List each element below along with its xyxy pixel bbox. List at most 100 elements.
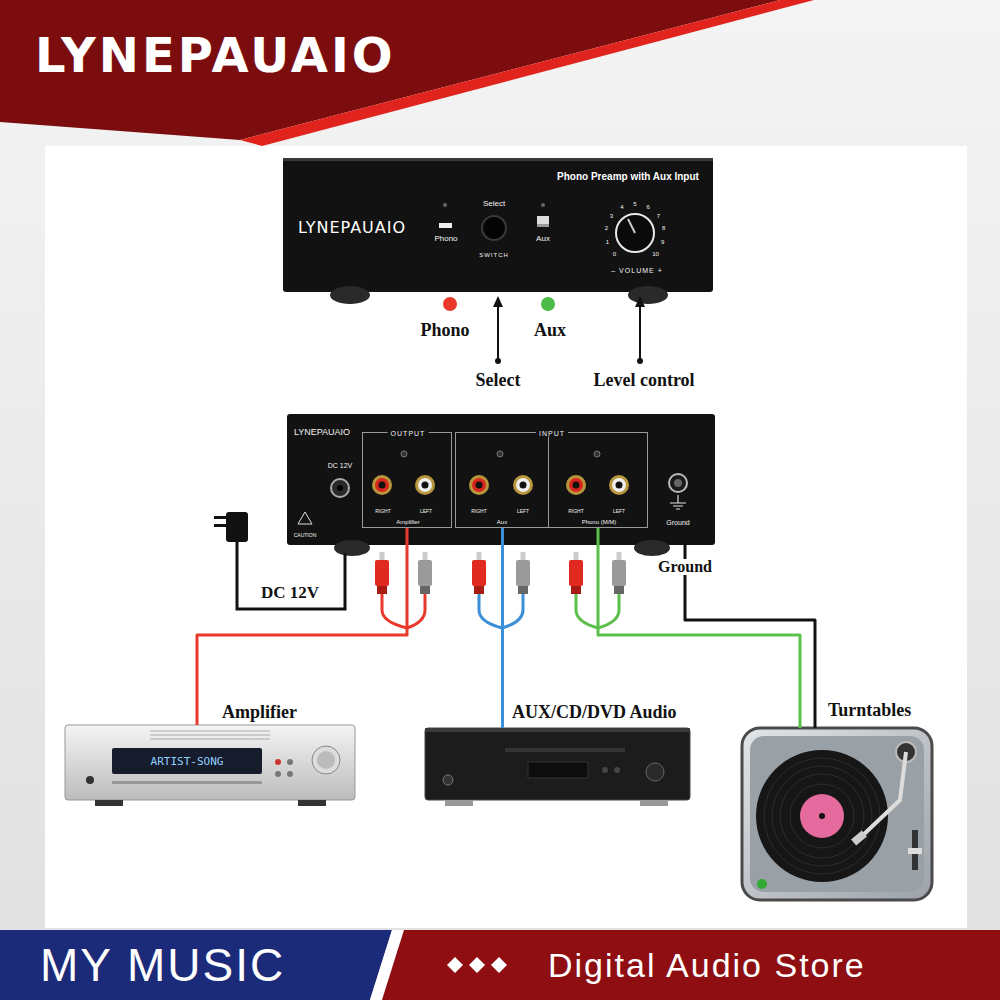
channel-label: RIGHT: [568, 509, 584, 514]
rca-plug: [420, 586, 430, 594]
callout-label: Select: [476, 371, 521, 389]
volume-pointer: [628, 219, 635, 233]
cd-player-body: [425, 728, 690, 800]
device-foot: [330, 286, 370, 304]
tonearm-head: [851, 830, 867, 845]
power-wire: [237, 542, 345, 609]
caution-symbol: [298, 512, 312, 524]
channel-label: LEFT: [613, 509, 625, 514]
aux-input: RIGHTLEFTAux: [456, 433, 549, 527]
panel-screw: [497, 451, 503, 457]
dial-number: 6: [646, 204, 649, 210]
rca-plug: [614, 586, 624, 594]
brand-title: LYNEPAUAIO: [35, 31, 396, 79]
panel-screw: [594, 451, 600, 457]
front-panel-edge: [283, 158, 713, 161]
rca-jack: [520, 482, 527, 489]
rca-jack: [569, 478, 583, 492]
section-label: Amplifier: [396, 519, 419, 525]
front-panel: Phono Preamp with Aux InputLYNEPAUAIOPho…: [283, 158, 713, 292]
vinyl-record: [756, 750, 888, 882]
turntable-deck: [750, 736, 924, 892]
leader-line: [497, 306, 499, 361]
section-label: Phono (M/M): [582, 519, 617, 525]
rca-plug: [472, 560, 486, 586]
amplifier-button: [287, 759, 293, 765]
volume-label: – VOLUME +: [611, 267, 662, 274]
device-label: Amplifier: [222, 703, 297, 721]
dial-number: 7: [657, 213, 660, 219]
amplifier: AmplifierARTIST-SONG: [65, 725, 355, 800]
record-label: [800, 794, 844, 838]
rca-plug: [569, 560, 583, 586]
leader-arrow: [493, 296, 503, 307]
rca-jack: [422, 482, 429, 489]
dial-number: 0: [613, 251, 616, 257]
top-banner: [0, 0, 780, 140]
device-foot: [634, 540, 670, 556]
power-label: DC 12V: [261, 584, 319, 601]
store-icon: [447, 957, 507, 973]
amplifier-vents: [150, 731, 270, 739]
rear-panel: OUTPUTRIGHTLEFTAmplifierRIGHTLEFTAuxRIGH…: [287, 414, 715, 545]
power-adapter: [214, 524, 226, 527]
cable-split: [382, 594, 425, 628]
rca-plug: [418, 560, 432, 586]
panel-screw: [401, 451, 407, 457]
rca-jack: [418, 478, 432, 492]
rca-jack: [372, 475, 392, 495]
section-title: OUTPUT: [388, 430, 429, 437]
phono-input: RIGHT LEFT Phono (M/M): [549, 433, 647, 527]
ground-terminal: [674, 479, 682, 487]
rca-jack: [609, 475, 629, 495]
store-slogan: Digital Audio Store: [548, 948, 866, 982]
cd-player-edge: [425, 728, 690, 732]
leader-line: [639, 306, 641, 361]
rca-jack: [513, 475, 533, 495]
rear-panel-body: [287, 414, 715, 545]
device-foot: [95, 800, 123, 806]
channel-label: LEFT: [420, 509, 432, 514]
rca-jack: [616, 482, 623, 489]
rca-jack: [469, 475, 489, 495]
front-panel-body: [283, 158, 713, 292]
aux-switch: [537, 216, 549, 227]
power-adapter: [214, 516, 226, 519]
rca-plug-tip: [423, 552, 428, 560]
amplifier-button: [275, 759, 281, 765]
cd-power: [443, 775, 453, 785]
indicator-led: [541, 203, 545, 207]
section-label: Aux: [497, 519, 507, 525]
content-card: [45, 146, 967, 928]
record-groove: [790, 784, 854, 848]
callout-label: Aux: [534, 321, 566, 339]
record-groove: [772, 766, 872, 866]
indicator-led: [443, 203, 447, 207]
brand-logo: LYNEPAUAIO: [298, 220, 406, 236]
switch-label: Phono: [434, 235, 457, 243]
amplifier-button: [287, 771, 293, 777]
dial-number: 10: [652, 251, 659, 257]
cd-button: [614, 767, 620, 773]
rca-plug: [377, 586, 387, 594]
amplifier-display: [112, 748, 262, 774]
store-name: MY MUSIC: [40, 942, 285, 988]
port-label: Ground: [666, 519, 689, 526]
dial-number: 1: [606, 239, 609, 245]
callout-label: Level control: [593, 371, 694, 389]
rca-plug-tip: [574, 552, 579, 560]
rca-plug: [375, 560, 389, 586]
switch-label: SWITCH: [479, 252, 509, 258]
rca-jack: [472, 478, 486, 492]
aux-cable: [501, 527, 504, 728]
cd-display: [528, 762, 588, 778]
cd-knob: [646, 763, 664, 781]
dial-number: 9: [661, 239, 664, 245]
ground-terminal: [669, 474, 687, 492]
rca-jack: [476, 482, 483, 489]
dial-number: 8: [662, 225, 665, 231]
